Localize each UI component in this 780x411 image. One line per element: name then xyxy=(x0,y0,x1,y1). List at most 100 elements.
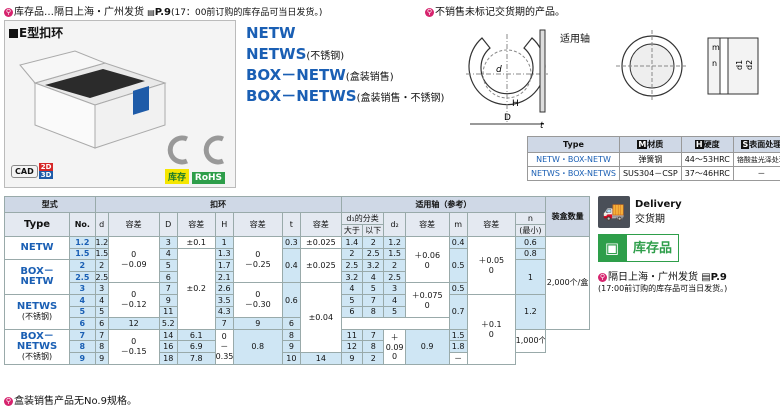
stock-badge: 库存 xyxy=(165,169,190,184)
table-cell: 0.5 xyxy=(448,282,468,295)
table-cell: 0.5 xyxy=(448,247,468,284)
table-cell: 2.5 xyxy=(362,247,385,261)
dim-d2: d2 xyxy=(745,60,754,70)
table-cell: 1 xyxy=(514,259,547,295)
table-cell: 7 xyxy=(362,328,385,342)
code-box-netws: BOX－NETWS(盒装销售・不锈钢) xyxy=(246,87,445,105)
table-cell: d xyxy=(94,212,109,237)
table-cell: 0 －0.35 xyxy=(214,328,234,365)
table-cell: No. xyxy=(69,212,96,237)
product-codes: NETW NETWS(不锈钢) BOX－NETW(盒装销售) BOX－NETWS… xyxy=(246,24,444,108)
table-cell: 1 xyxy=(214,236,234,249)
table-cell: 14 xyxy=(158,328,178,342)
ship-line: ⚲隔日上海・广州发货 ▤P.9 xyxy=(598,272,727,283)
table-cell: 3 xyxy=(383,282,406,295)
table-cell: 0 －0.15 xyxy=(107,328,160,365)
hardness-icon: H xyxy=(694,140,704,149)
table-cell: 0.4 xyxy=(448,236,468,249)
table-cell: 8 xyxy=(69,340,96,353)
table-cell: 4 xyxy=(69,293,96,307)
table-cell: n xyxy=(514,212,547,225)
spec-table: 型式 扣环 适用轴（参考） 装盒数量 Type No. d 容差 D 容差 H … xyxy=(3,196,590,365)
rohs-badge: RoHS xyxy=(191,172,226,184)
table-cell: 1.5 xyxy=(69,247,96,261)
table-cell: 2.5 xyxy=(340,259,364,272)
table-cell: 6 xyxy=(340,305,364,319)
table-cell: d₁的分类 xyxy=(340,212,385,225)
table-cell: 容差 xyxy=(107,212,160,237)
table-cell: 1.2 xyxy=(383,236,406,249)
shaft-drawing: m n d1 d2 xyxy=(616,30,759,102)
stock-time: (17：00前订购的库存品可当日发货。) xyxy=(171,8,323,18)
surface-icon: S xyxy=(741,140,750,149)
table-cell: 2.1 xyxy=(214,270,234,284)
stock-notice: ⚲库存品…隔日上海・广州发货 ▤P.9(17：00前订购的库存品可当日发货。) xyxy=(4,3,322,18)
type-netws: NETWS(不锈钢) xyxy=(3,293,71,330)
mat-h-material: M材质 xyxy=(618,136,682,153)
table-cell: 2.5 xyxy=(69,270,96,284)
table-cell: 4 xyxy=(362,270,385,284)
table-cell: 适用轴（参考） xyxy=(340,196,547,213)
table-cell: m xyxy=(448,212,468,237)
cad-3d: 3D xyxy=(38,171,54,179)
table-cell: 8 xyxy=(281,328,302,342)
table-cell: 2 xyxy=(383,259,406,272)
table-cell: 容差 xyxy=(232,212,283,237)
table-cell: ＋0.1 0 xyxy=(466,293,516,365)
table-cell: 0.6 xyxy=(281,282,302,319)
table-cell: 3 xyxy=(69,282,96,295)
table-cell: 0.9 xyxy=(404,328,450,365)
table-cell: 11 xyxy=(340,328,364,342)
type-box-netw: BOX－NETW xyxy=(3,259,71,295)
pin-icon: ⚲ xyxy=(598,272,607,282)
table-cell: 0 －0.12 xyxy=(107,282,160,319)
table-cell: － xyxy=(448,351,468,365)
stock-label: 库存品 xyxy=(626,234,680,262)
table-cell: D xyxy=(158,212,178,237)
table-cell: 2.6 xyxy=(214,282,234,295)
table-cell: 1.7 xyxy=(214,259,234,272)
table-cell: Type xyxy=(3,212,71,237)
table-cell: 0.4 xyxy=(281,247,302,284)
mat-h-hardness: H硬度 xyxy=(680,136,734,153)
table-cell: 3 xyxy=(94,282,109,295)
table-cell: 容差 xyxy=(176,212,216,237)
material-icon: M xyxy=(637,140,648,149)
table-cell: ＋0.05 0 xyxy=(466,236,516,295)
catalog-icon: ▤ xyxy=(701,272,711,283)
table-cell: 1.2 xyxy=(69,236,96,249)
table-cell: 7.8 xyxy=(176,351,216,365)
ring-drawing: d H D xyxy=(466,34,548,125)
dim-d1: d1 xyxy=(735,60,744,70)
table-cell: ＋0.075 0 xyxy=(404,282,450,319)
table-cell: 2 xyxy=(362,236,385,249)
product-title: E型扣环 xyxy=(9,24,63,41)
table-cell: 3.2 xyxy=(362,259,385,272)
code-box-netw: BOX－NETW(盒装销售) xyxy=(246,66,394,84)
table-cell: 2 xyxy=(340,247,364,261)
table-cell: 2 xyxy=(362,351,385,365)
table-cell: 容差 xyxy=(404,212,450,237)
table-cell: 2.5 xyxy=(94,270,109,284)
type-box-netws: BOX－NETWS(不锈钢) xyxy=(3,328,71,365)
table-cell: 4 xyxy=(158,247,178,261)
table-cell: 16 xyxy=(158,340,178,353)
type-netw: NETW xyxy=(3,235,71,261)
table-cell: 9 xyxy=(232,317,283,330)
ship-time: (17:00前订购的库存品可当日发货。) xyxy=(598,284,728,293)
cad-label: CAD xyxy=(11,164,38,178)
pin-icon: ⚲ xyxy=(425,7,434,17)
table-cell: 0.3 xyxy=(281,236,302,249)
table-cell: 扣环 xyxy=(94,196,342,213)
table-cell: 4 xyxy=(94,293,109,307)
table-cell: 容差 xyxy=(466,212,516,237)
table-cell: 5 xyxy=(383,305,406,319)
badges: 库存 RoHS xyxy=(165,169,226,184)
pin-icon: ⚲ xyxy=(4,396,13,406)
dim-n: n xyxy=(712,59,717,68)
shaft-label: 适用轴 xyxy=(560,34,590,45)
